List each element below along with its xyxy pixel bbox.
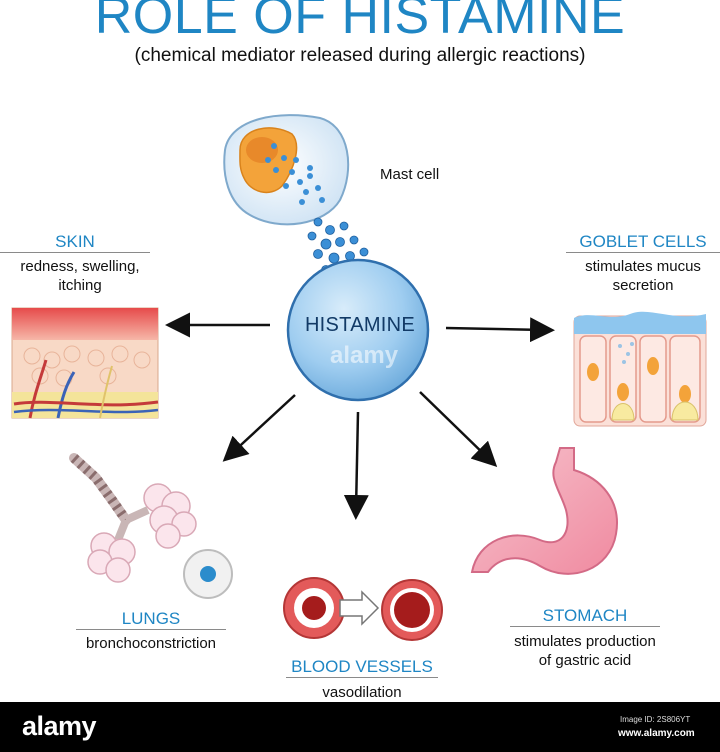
footer-logo: alamy [22, 711, 97, 741]
lungs-description-line-1: bronchoconstriction [85, 635, 217, 652]
goblet-description-line-2: secretion [612, 277, 674, 294]
lungs-heading: LUNGS [121, 609, 181, 628]
stomach-divider [510, 626, 660, 627]
footer-site-link[interactable]: www.alamy.com [618, 728, 695, 739]
goblet-cells-illustration [573, 311, 707, 427]
stomach-heading: STOMACH [542, 606, 628, 625]
lungs-divider [76, 629, 226, 630]
goblet-cells-heading: GOBLET CELLS [579, 232, 707, 251]
histamine-label: HISTAMINE [304, 314, 416, 336]
effect-arrows [165, 312, 555, 520]
skin-description-line-1: redness, swelling, [20, 258, 140, 275]
page-title: ROLE OF HISTAMINE [94, 0, 626, 45]
mast-cell-label: Mast cell [380, 166, 440, 183]
blood-vessels-heading: BLOOD VESSELS [291, 657, 433, 676]
footer-image-id: Image ID: 2S806YT [620, 715, 691, 724]
blood-vessels-divider [286, 677, 438, 678]
blood-vessels-illustration [283, 577, 443, 641]
center-watermark: alamy [330, 342, 399, 369]
stomach-illustration [470, 447, 618, 575]
stomach-description-line-2: of gastric acid [538, 652, 632, 669]
goblet-cells-divider [566, 252, 720, 253]
skin-description-line-2: itching [58, 277, 102, 294]
skin-divider [0, 252, 150, 253]
lungs-illustration [69, 453, 233, 599]
histamine-circle [286, 258, 430, 402]
page-subtitle: (chemical mediator released during aller… [134, 45, 586, 66]
skin-heading: SKIN [55, 232, 95, 251]
mast-cell-illustration [223, 114, 369, 277]
skin-illustration [11, 307, 159, 419]
stomach-description-line-1: stimulates production [514, 633, 656, 650]
goblet-description-line-1: stimulates mucus [585, 258, 701, 275]
footer-bar [0, 702, 720, 752]
blood-vessels-description-line-1: vasodilation [322, 684, 402, 701]
